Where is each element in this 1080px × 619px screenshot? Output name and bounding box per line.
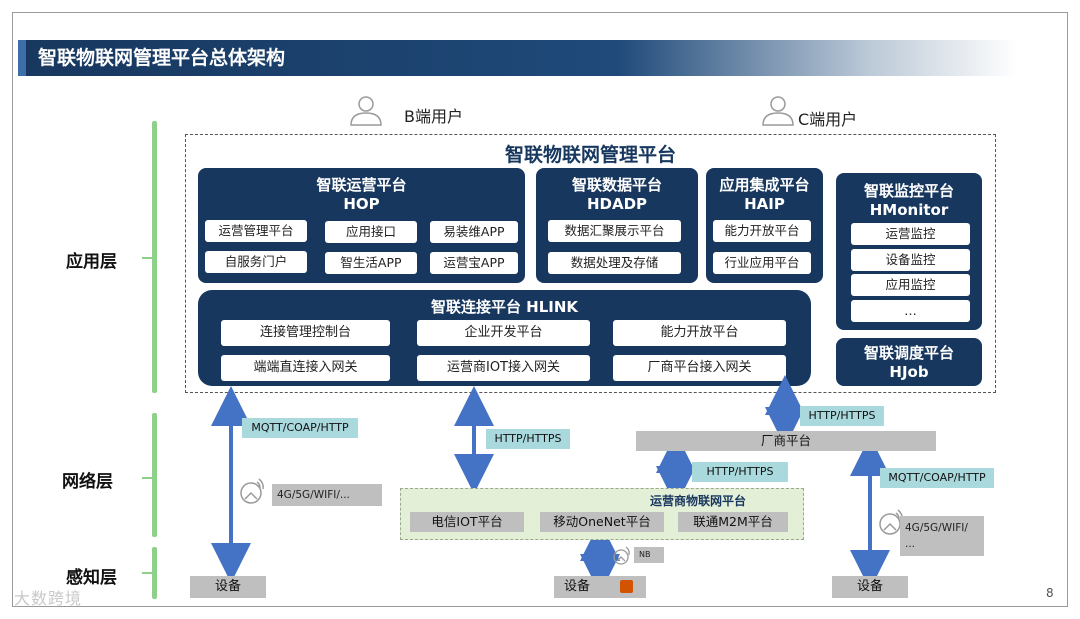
signal-label: 4G/5G/WIFI/... xyxy=(272,484,382,506)
operator-item: 移动OneNet平台 xyxy=(540,512,664,532)
hlink-item: 连接管理控制台 xyxy=(221,320,390,346)
vendor-platform: 厂商平台 xyxy=(636,431,936,451)
haip-item: 行业应用平台 xyxy=(713,252,811,274)
app-layer-label: 应用层 xyxy=(66,252,117,272)
sim-card-icon xyxy=(620,580,633,593)
hdadp-item: 数据汇聚展示平台 xyxy=(548,220,681,242)
user-icon xyxy=(350,96,382,126)
hlink-item: 端端直连接入网关 xyxy=(221,355,390,381)
hmonitor-item: 设备监控 xyxy=(851,249,970,271)
protocol-label: HTTP/HTTPS xyxy=(800,406,884,426)
b-user-label: B端用户 xyxy=(404,107,463,126)
perception-layer-label: 感知层 xyxy=(66,568,117,588)
app-layer-line xyxy=(152,121,157,393)
protocol-label: HTTP/HTTPS xyxy=(486,429,570,449)
hlink-item: 厂商平台接入网关 xyxy=(613,355,786,381)
hop-item: 自服务门户 xyxy=(205,251,307,273)
protocol-label: MQTT/COAP/HTTP xyxy=(242,418,358,438)
hop-item: 运营宝APP xyxy=(430,252,518,274)
device-box: 设备 xyxy=(190,576,266,598)
network-layer-label: 网络层 xyxy=(62,472,113,492)
hop-item: 应用接口 xyxy=(325,221,417,243)
hmonitor-name: 智联监控平台 xyxy=(863,182,954,200)
hlink-item: 能力开放平台 xyxy=(613,320,786,346)
user-icon xyxy=(762,96,794,126)
hdadp-code: HDADP xyxy=(586,195,648,213)
hlink-title: 智联连接平台 HLINK xyxy=(430,298,579,316)
hop-item: 智生活APP xyxy=(325,252,417,274)
slide-title: 智联物联网管理平台总体架构 xyxy=(38,47,286,69)
operator-item: 电信IOT平台 xyxy=(410,512,524,532)
hop-name: 智联运营平台 xyxy=(316,176,407,194)
operator-platform-title: 运营商物联网平台 xyxy=(650,494,747,508)
platform-title: 智联物联网管理平台 xyxy=(504,144,676,166)
watermark: 大数跨境 xyxy=(14,589,83,608)
perception-layer-line xyxy=(152,547,157,599)
hlink-item: 企业开发平台 xyxy=(417,320,590,346)
protocol-label: MQTT/COAP/HTTP xyxy=(880,468,994,488)
hjob-panel xyxy=(836,338,982,386)
haip-item: 能力开放平台 xyxy=(713,220,811,242)
wireless-icon xyxy=(240,478,264,504)
platform-boundary xyxy=(185,134,996,393)
haip-name: 应用集成平台 xyxy=(719,176,810,194)
hmonitor-item: … xyxy=(851,300,970,322)
haip-code: HAIP xyxy=(744,195,785,213)
hmonitor-item: 运营监控 xyxy=(851,223,970,245)
hlink-item: 运营商IOT接入网关 xyxy=(417,355,590,381)
network-layer-line xyxy=(152,413,157,537)
operator-item: 联通M2M平台 xyxy=(678,512,788,532)
nb-label: NB xyxy=(634,547,664,563)
layer-tick xyxy=(142,477,154,479)
device-box: 设备 xyxy=(832,576,908,598)
hop-item: 易装维APP xyxy=(430,221,518,243)
hdadp-name: 智联数据平台 xyxy=(571,176,662,194)
hjob-code: HJob xyxy=(889,363,929,381)
wireless-icon xyxy=(613,546,630,565)
hdadp-item: 数据处理及存储 xyxy=(548,252,681,274)
layer-tick xyxy=(142,257,154,259)
hjob-name: 智联调度平台 xyxy=(863,344,954,362)
title-bar xyxy=(18,40,1018,76)
title-accent xyxy=(18,40,26,76)
hop-code: HOP xyxy=(343,195,380,213)
signal-label: 4G/5G/WIFI/ ... xyxy=(900,516,984,556)
hmonitor-code: HMonitor xyxy=(869,201,949,219)
c-user-label: C端用户 xyxy=(798,110,858,129)
slide-frame xyxy=(12,12,1068,607)
layer-tick xyxy=(142,572,154,574)
hop-item: 运营管理平台 xyxy=(205,220,307,242)
hmonitor-item: 应用监控 xyxy=(851,274,970,296)
page-number: 8 xyxy=(1046,586,1054,600)
protocol-label: HTTP/HTTPS xyxy=(692,462,788,482)
